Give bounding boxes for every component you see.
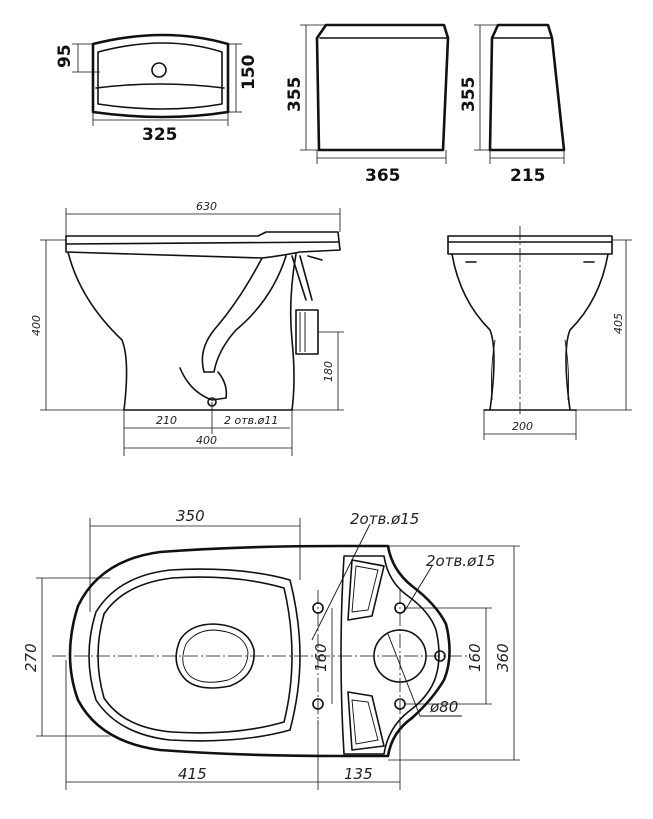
tank-front-height-label: 355 <box>285 77 305 113</box>
tank-top-depth-label: 95 <box>55 44 75 68</box>
tank-top-width-label: 325 <box>142 125 178 145</box>
plan-left-spacing-label: 160 <box>312 643 330 672</box>
plan-total-width-label: 360 <box>494 643 512 672</box>
bowl-side-view: 630 400 180 210 2 отв.ø11 400 <box>30 200 344 456</box>
bowl-side-length-label: 630 <box>196 200 217 213</box>
plan-outlet-label: ø80 <box>429 698 458 716</box>
bowl-side-hole-offset-label: 210 <box>156 414 177 427</box>
bowl-plan-view: 350 2отв.ø15 2отв.ø15 270 160 160 360 41… <box>22 507 520 790</box>
plan-rear-label: 135 <box>344 765 373 783</box>
tank-top-view: 95 150 325 <box>55 33 259 145</box>
tank-top-height-label: 150 <box>239 54 259 90</box>
plan-holes-note-left: 2отв.ø15 <box>350 510 419 528</box>
plan-holes-note-right: 2отв.ø15 <box>426 552 495 570</box>
bowl-front-base-width-label: 200 <box>512 420 533 433</box>
bowl-front-view: 405 200 <box>447 226 632 440</box>
plan-bowl-length-label: 350 <box>176 507 205 525</box>
tank-front-width-label: 365 <box>365 166 401 186</box>
tank-side-width-label: 215 <box>510 166 546 186</box>
tank-side-height-label: 355 <box>459 77 479 113</box>
plan-overall-length-label: 415 <box>178 765 207 783</box>
bowl-side-outlet-height-label: 180 <box>322 361 335 382</box>
bowl-side-holes-note: 2 отв.ø11 <box>224 414 278 427</box>
bowl-side-height-label: 400 <box>30 315 43 336</box>
bowl-front-height-label: 405 <box>612 313 625 334</box>
plan-bowl-width-label: 270 <box>22 643 40 672</box>
bowl-side-base-length-label: 400 <box>196 434 217 447</box>
tank-side-view: 355 215 <box>459 23 566 186</box>
plan-right-spacing-label: 160 <box>466 643 484 672</box>
tank-front-view: 355 365 <box>285 23 450 186</box>
